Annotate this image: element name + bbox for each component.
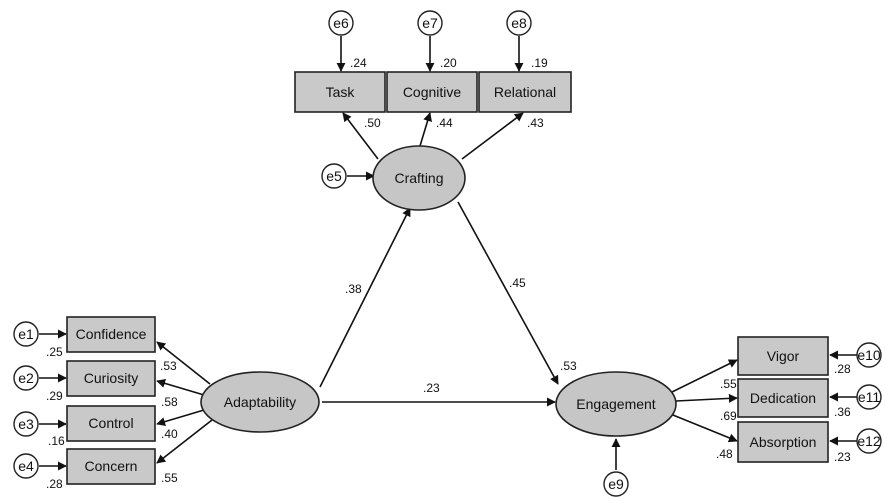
error-e10: e10 (856, 342, 882, 368)
loading-relational: .43 (527, 116, 544, 130)
observed-curiosity: Curiosity (66, 360, 156, 397)
task-label: Task (326, 84, 356, 100)
concern-label: Concern (85, 458, 138, 474)
error-e11: e11 (856, 384, 882, 410)
error-e1: e1 (13, 321, 39, 347)
error-e2: e2 (13, 365, 39, 391)
observed-relational: Relational (478, 71, 572, 113)
r2-concern: .28 (46, 477, 63, 491)
loading-curiosity: .58 (161, 395, 178, 409)
coef-adaptability-crafting: .38 (345, 282, 362, 296)
error-e7: e7 (417, 10, 443, 36)
path-adaptability-confidence (156, 341, 211, 385)
vigor-label: Vigor (767, 348, 800, 364)
absorption-label: Absorption (750, 434, 817, 450)
e12-label: e12 (857, 433, 881, 449)
error-e5: e5 (321, 163, 347, 189)
observed-confidence: Confidence (66, 316, 156, 353)
e6-label: e6 (333, 15, 349, 31)
observed-control: Control (66, 405, 156, 442)
loading-control: .40 (161, 427, 178, 441)
adaptability-label: Adaptability (224, 394, 296, 410)
e8-label: e8 (511, 15, 527, 31)
e5-label: e5 (326, 168, 342, 184)
coef-crafting-engagement: .45 (509, 276, 526, 290)
path-crafting-relational (461, 112, 524, 160)
latent-crafting: Crafting (372, 145, 466, 211)
r2-dedication: .36 (834, 405, 851, 419)
observed-absorption: Absorption (737, 421, 829, 463)
r2-control: .16 (48, 434, 65, 448)
r2-curiosity: .29 (46, 389, 63, 403)
loading-task: .50 (364, 116, 381, 130)
loading-confidence: .53 (160, 359, 177, 373)
e11-label: e11 (858, 389, 881, 405)
r2-engagement: .53 (560, 359, 577, 373)
r2-relational: .19 (531, 56, 548, 70)
path-adaptability-control (156, 409, 205, 427)
control-label: Control (88, 415, 133, 431)
coef-adaptability-engagement: .23 (423, 381, 440, 395)
error-e8: e8 (506, 10, 532, 36)
relational-label: Relational (494, 84, 556, 100)
r2-cognitive: .20 (440, 56, 457, 70)
e1-label: e1 (18, 326, 34, 342)
confidence-label: Confidence (76, 326, 147, 342)
loading-vigor: .55 (720, 377, 737, 391)
e9-label: e9 (608, 476, 624, 492)
r2-absorption: .23 (834, 450, 851, 464)
crafting-label: Crafting (394, 170, 443, 186)
path-adaptability-curiosity (156, 378, 205, 396)
path-adaptability-concern (156, 419, 213, 464)
e3-label: e3 (18, 416, 34, 432)
r2-vigor: .28 (834, 362, 851, 376)
path-engagement-vigor (671, 359, 738, 393)
dedication-label: Dedication (750, 390, 816, 406)
observed-vigor: Vigor (737, 336, 829, 376)
path-crafting-task (342, 112, 379, 160)
e7-label: e7 (422, 15, 438, 31)
error-e9: e9 (603, 471, 629, 497)
observed-cognitive: Cognitive (386, 71, 478, 113)
loading-dedication: .69 (720, 409, 737, 423)
error-e3: e3 (13, 411, 39, 437)
error-e4: e4 (13, 453, 39, 479)
engagement-label: Engagement (576, 396, 656, 412)
observed-concern: Concern (66, 448, 156, 485)
observed-dedication: Dedication (737, 378, 829, 418)
e2-label: e2 (18, 370, 34, 386)
loading-absorption: .48 (716, 447, 733, 461)
e10-label: e10 (857, 347, 881, 363)
cognitive-label: Cognitive (403, 84, 462, 100)
latent-engagement: Engagement (555, 371, 677, 437)
path-crafting-cognitive (419, 112, 432, 147)
curiosity-label: Curiosity (84, 370, 138, 386)
error-e6: e6 (328, 10, 354, 36)
observed-task: Task (294, 71, 386, 113)
r2-task: .24 (350, 56, 367, 70)
path-adaptability-crafting (319, 207, 411, 388)
path-engagement-absorption (667, 412, 738, 443)
path-crafting-engagement (457, 201, 559, 385)
latent-adaptability: Adaptability (200, 371, 320, 433)
e4-label: e4 (18, 458, 34, 474)
error-e12: e12 (856, 428, 882, 454)
r2-confidence: .25 (46, 345, 63, 359)
loading-concern: .55 (161, 471, 178, 485)
loading-cognitive: .44 (436, 116, 453, 130)
path-engagement-dedication (675, 393, 738, 403)
